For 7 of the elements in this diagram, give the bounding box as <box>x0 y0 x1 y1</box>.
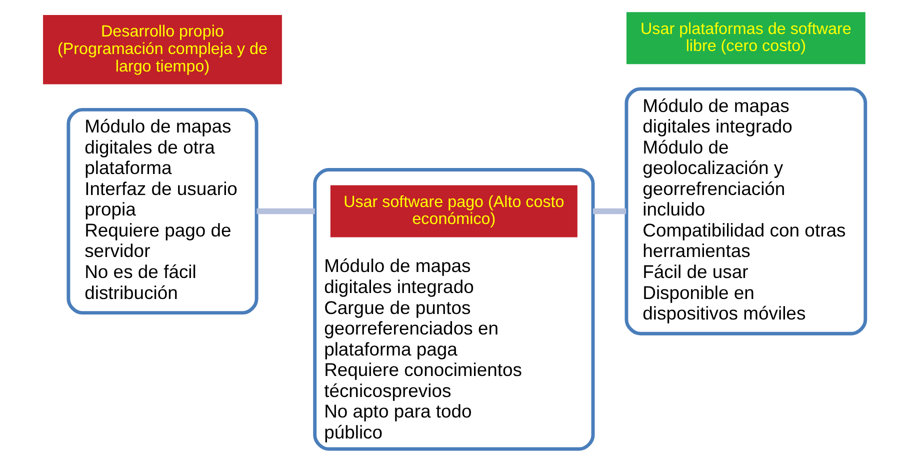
connector <box>592 208 626 214</box>
node-box: Usar plataformas de software libre (cero costo) <box>626 12 866 64</box>
node-box: Módulo de mapas digitales integrado Módulo de geolocalización y georrefrenciación incluido Compatibilidad con otras herramientas Fácil de usar Disponible en dispositivos móviles <box>624 87 868 336</box>
connector <box>256 208 315 214</box>
node-box: Módulo de mapas digitales de otra plataforma Interfaz de usuario propia Requiere pago de servidor No es de fácil distribución <box>66 108 258 315</box>
node-box: Desarrollo propio (Programación compleja y de largo tiempo) <box>43 15 282 84</box>
node-box: Usar software pago (Alto costo económico) <box>330 185 578 238</box>
